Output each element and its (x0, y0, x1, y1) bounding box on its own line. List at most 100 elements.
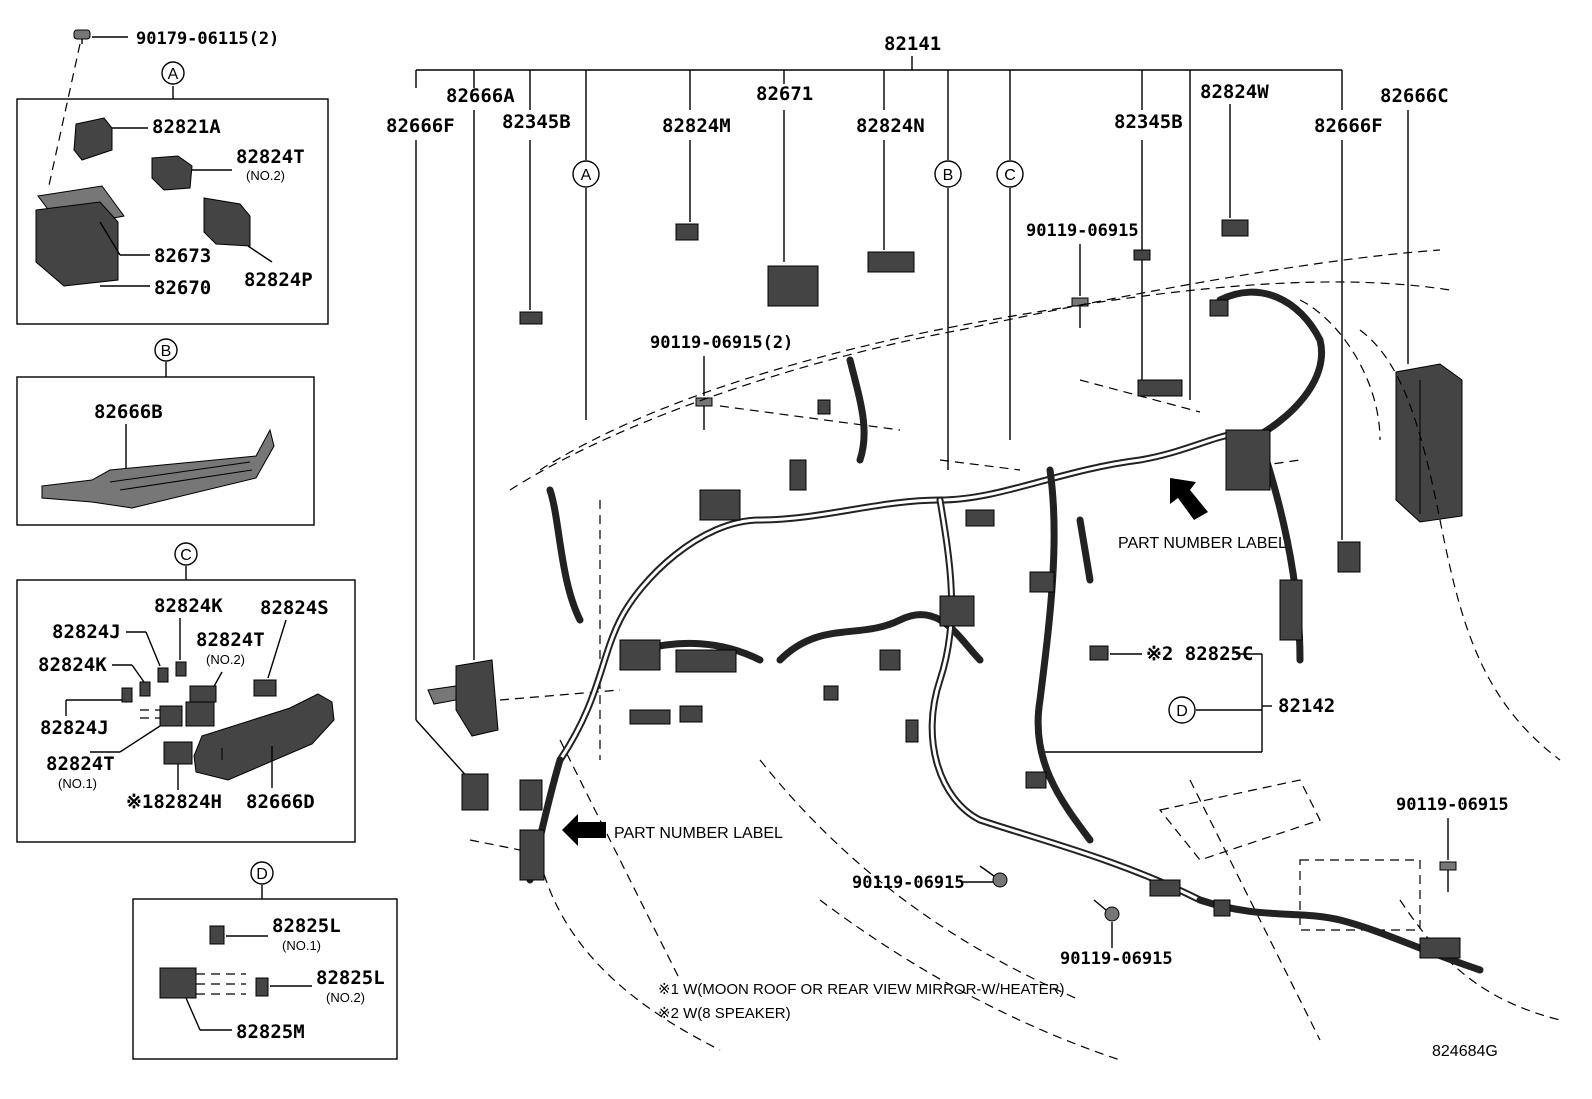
panel-c-h: ※182824H (126, 791, 222, 813)
panel-d-l1: 82825L (272, 915, 341, 937)
marker-c-circle (174, 542, 198, 566)
part-82824t-icon (151, 155, 193, 191)
label-82142: 82142 (1278, 695, 1335, 717)
label-82345b-left: 82345B (502, 111, 571, 133)
panel-a-p1: 82821A (152, 116, 221, 138)
marker-b-circle (154, 338, 178, 362)
terminal-j-icon (157, 667, 169, 683)
clip-icon (73, 29, 91, 44)
main-marker-d-label: D (1176, 703, 1188, 720)
main-number-label: 82141 (884, 33, 941, 55)
arrow-up-icon (1170, 478, 1208, 520)
part-82673-icon (35, 185, 125, 287)
label-82671: 82671 (756, 83, 813, 105)
panel-c-t1: 82824T (46, 753, 115, 775)
panel-c-t2-sub: (NO.2) (206, 652, 245, 667)
panel-c-j-left: 82824J (40, 717, 109, 739)
label-82824w: 82824W (1200, 81, 1269, 103)
junction-block-b-icon (41, 428, 275, 509)
panel-a-p4: 82824P (244, 269, 313, 291)
bolt-bottom2-label: 90119-06915 (1060, 949, 1173, 969)
panel-b-p1: 82666B (94, 401, 163, 423)
panel-a: A 90179-06115(2) 82821A 82824T (NO.2) 82… (16, 29, 329, 325)
marker-d-label: D (256, 866, 268, 883)
bolt-bottom2-icon (1093, 899, 1120, 922)
panel-d-m: 82825M (236, 1021, 305, 1043)
connector-82345b-right-icon (1133, 249, 1151, 261)
part-number-label-bottom: PART NUMBER LABEL (614, 825, 783, 842)
marker-a-circle (161, 61, 185, 85)
label-82666f-right: 82666F (1314, 115, 1383, 137)
panel-a-p2-sub: (NO.2) (246, 168, 285, 183)
bolt-bottom-label: 90119-06915 (852, 873, 965, 893)
wire-harness (526, 288, 1484, 974)
panel-c-k-top: 82824K (154, 595, 223, 617)
bolt-mid-label: 90119-06915(2) (650, 333, 793, 353)
panel-c-s: 82824S (260, 597, 329, 619)
part-82821a-icon (73, 117, 113, 161)
label-82825c: ※2 82825C (1146, 643, 1253, 665)
bolt-top-icon (1071, 297, 1089, 328)
bolt-right-icon (1439, 861, 1457, 892)
main-marker-b-label: B (943, 167, 954, 184)
connector-82824w-icon (1221, 219, 1249, 237)
junction-block-82666c-icon (1395, 363, 1463, 523)
connector-cluster-c-icon (140, 685, 217, 727)
connector-82671-icon (767, 265, 819, 307)
bolt-bottom-icon (979, 865, 1008, 888)
connector-h-icon (163, 741, 193, 765)
main-marker-d-circle (1168, 696, 1196, 724)
junction-block-d-icon (193, 693, 335, 781)
label-82666a: 82666A (446, 85, 515, 107)
main-marker-a-circle (572, 160, 600, 188)
panel-a-p5: 82670 (154, 277, 211, 299)
footnote-1: ※1 W(MOON ROOF OR REAR VIEW MIRROR-W/HEA… (658, 981, 1064, 998)
terminal-k2-icon (139, 681, 151, 697)
panel-a-p3: 82673 (154, 245, 211, 267)
label-82666c: 82666C (1380, 85, 1449, 107)
arrow-right-icon (562, 814, 606, 846)
label-82666f-left: 82666F (386, 115, 455, 137)
panel-d: D 82825L (NO.1) 82825L (NO.2) 82825M (132, 861, 398, 1060)
part-number-label-top: PART NUMBER LABEL (1118, 535, 1287, 552)
panel-a-p2: 82824T (236, 146, 305, 168)
main-marker-b-circle (934, 160, 962, 188)
panel-c-t2: 82824T (196, 629, 265, 651)
connector-m-icon (159, 967, 246, 999)
bolt-top-label: 90119-06915 (1026, 221, 1139, 241)
connector-82666f-left-icon (461, 773, 489, 811)
terminal-l1-icon (209, 925, 225, 945)
connector-82825c-icon (1089, 645, 1109, 661)
junction-block-82666a-icon (427, 659, 499, 737)
main-marker-c-label: C (1004, 167, 1016, 184)
marker-d-circle (250, 861, 274, 885)
bolt-mid-icon (695, 397, 713, 430)
main-marker-c-circle (996, 160, 1024, 188)
terminal-l2-icon (255, 977, 269, 997)
terminal-j2-icon (121, 687, 133, 703)
connector-82345b-left-icon (519, 311, 543, 325)
panel-c-k-left: 82824K (38, 654, 107, 676)
panel-d-l2: 82825L (316, 967, 385, 989)
footnote-2: ※2 W(8 SPEAKER) (658, 1005, 791, 1022)
connector-82666f-right-icon (1337, 541, 1361, 573)
panel-c-d: 82666D (246, 791, 315, 813)
bolt-right-label: 90119-06915 (1396, 795, 1509, 815)
image-code: 824684G (1432, 1043, 1498, 1060)
terminal-k-icon (175, 661, 187, 677)
marker-b-label: B (161, 343, 172, 360)
main-marker-a-label: A (581, 167, 592, 184)
label-82824n: 82824N (856, 115, 925, 137)
marker-c-label: C (180, 547, 192, 564)
marker-a-label: A (168, 66, 179, 83)
harness-connectors (519, 299, 1461, 959)
panel-c-t1-sub: (NO.1) (58, 776, 97, 791)
panel-d-l2-sub: (NO.2) (326, 990, 365, 1005)
label-82345b-right: 82345B (1114, 111, 1183, 133)
label-82824m: 82824M (662, 115, 731, 137)
connector-82824n-icon (867, 251, 915, 273)
panel-b: B 82666B (16, 338, 315, 526)
panel-c: C 82824K 82824S 82824J 82824T (NO.2) 828… (16, 542, 356, 843)
connector-s-icon (253, 679, 277, 697)
